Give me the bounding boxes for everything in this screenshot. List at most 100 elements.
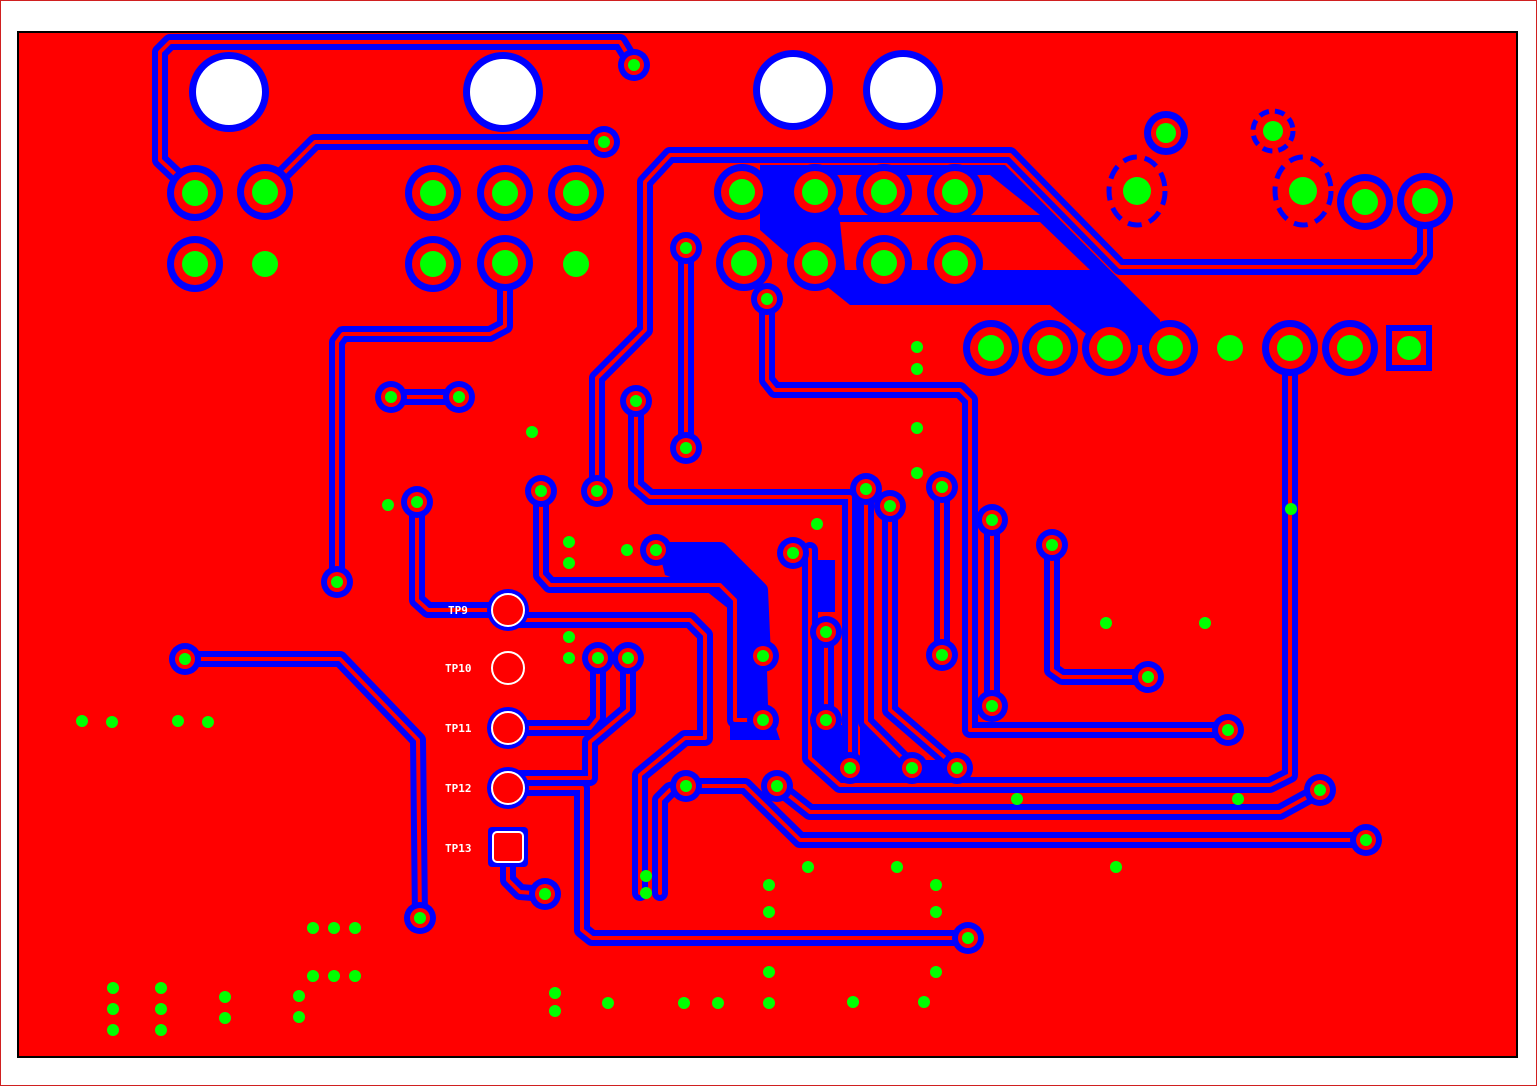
pad-drill xyxy=(871,179,897,205)
drill-dot xyxy=(678,997,690,1009)
drill-dot xyxy=(802,861,814,873)
pad-drill xyxy=(802,179,828,205)
drill-dot xyxy=(763,997,775,1009)
drill-dot xyxy=(918,996,930,1008)
pad-drill xyxy=(942,179,968,205)
drill-dot xyxy=(202,716,214,728)
pad-drill xyxy=(1337,335,1363,361)
via-drill xyxy=(179,653,191,665)
pad-drill xyxy=(492,180,518,206)
drill-dot xyxy=(107,1003,119,1015)
drill-dot xyxy=(349,970,361,982)
drill-dot xyxy=(563,631,575,643)
via-drill xyxy=(414,912,426,924)
trace-core xyxy=(506,656,630,780)
tp11-pad-core xyxy=(491,711,525,745)
copper-island xyxy=(660,555,780,740)
drill-dot xyxy=(1285,503,1297,515)
pad-drill xyxy=(1123,177,1151,205)
mounting-holes xyxy=(189,50,943,132)
trace-core xyxy=(888,504,959,770)
pad-drill xyxy=(420,251,446,277)
drill-dot xyxy=(1199,617,1211,629)
via-drill xyxy=(1314,784,1326,796)
via-drill xyxy=(591,485,603,497)
pad-drill xyxy=(1352,189,1378,215)
via-drill xyxy=(411,496,423,508)
via-drill xyxy=(936,649,948,661)
drill-dot xyxy=(549,987,561,999)
drill-dot xyxy=(328,970,340,982)
via-drill xyxy=(986,514,998,526)
trace-core xyxy=(684,784,1368,842)
drill-dot xyxy=(712,997,724,1009)
trace-core xyxy=(1050,543,1150,679)
pad-drill xyxy=(182,251,208,277)
via-drill xyxy=(539,888,551,900)
pad-drill xyxy=(871,250,897,276)
pad-drill xyxy=(978,335,1004,361)
trace-core xyxy=(539,489,765,722)
through-hole-pads xyxy=(167,164,1453,376)
via-drill xyxy=(535,485,547,497)
via-drill xyxy=(628,59,640,71)
tp11-label: TP11 xyxy=(445,722,472,735)
tp13-pad-core xyxy=(492,831,524,863)
drill-dot xyxy=(930,879,942,891)
pad-drill xyxy=(1217,335,1243,361)
pad-drill xyxy=(731,250,757,276)
via-drill xyxy=(844,762,856,774)
pad-drill xyxy=(252,179,278,205)
pad-outline-dashed xyxy=(1106,154,1168,228)
pad-drill xyxy=(942,250,968,276)
via-drill xyxy=(884,500,896,512)
copper-island xyxy=(815,560,835,612)
pad-drill xyxy=(1263,121,1283,141)
drill-dot xyxy=(563,557,575,569)
via-drill xyxy=(453,391,465,403)
trace-core xyxy=(595,153,1427,493)
via-drill xyxy=(592,652,604,664)
pad-drill xyxy=(563,180,589,206)
via-drill xyxy=(630,395,642,407)
tp12-pad-core xyxy=(491,771,525,805)
via-drill xyxy=(951,762,963,774)
via-drill xyxy=(680,442,692,454)
via-drill xyxy=(650,544,662,556)
via-drill xyxy=(936,481,948,493)
trace-core xyxy=(183,657,422,920)
drill-dot xyxy=(76,715,88,727)
copper-island xyxy=(860,725,965,780)
drill-dot xyxy=(602,997,614,1009)
pad-drill xyxy=(1412,188,1438,214)
pad-drill xyxy=(1156,123,1176,143)
drill-dot xyxy=(1110,861,1122,873)
drill-dot xyxy=(106,716,118,728)
pad-drill xyxy=(563,251,589,277)
pad-drill xyxy=(420,180,446,206)
via-drill xyxy=(820,714,832,726)
trace-core xyxy=(335,261,507,584)
via-drill xyxy=(962,932,974,944)
tp9-label: TP9 xyxy=(448,604,468,617)
mounting-hole xyxy=(870,57,936,123)
drill-dot xyxy=(640,870,652,882)
drill-dot xyxy=(307,970,319,982)
drill-dot xyxy=(847,996,859,1008)
pad-drill xyxy=(1097,335,1123,361)
drill-dot xyxy=(763,879,775,891)
via-drill xyxy=(385,391,397,403)
drill-dot xyxy=(219,1012,231,1024)
drill-dot xyxy=(155,982,167,994)
pad-drill xyxy=(1289,177,1317,205)
via-drill xyxy=(598,136,610,148)
drill-dot xyxy=(911,341,923,353)
drill-dot xyxy=(911,467,923,479)
drill-dots xyxy=(76,341,1297,1036)
drill-dot xyxy=(911,363,923,375)
trace-core xyxy=(775,784,1322,814)
pad-outline-dashed xyxy=(1272,154,1334,228)
drill-dot xyxy=(382,499,394,511)
drill-dot xyxy=(930,966,942,978)
